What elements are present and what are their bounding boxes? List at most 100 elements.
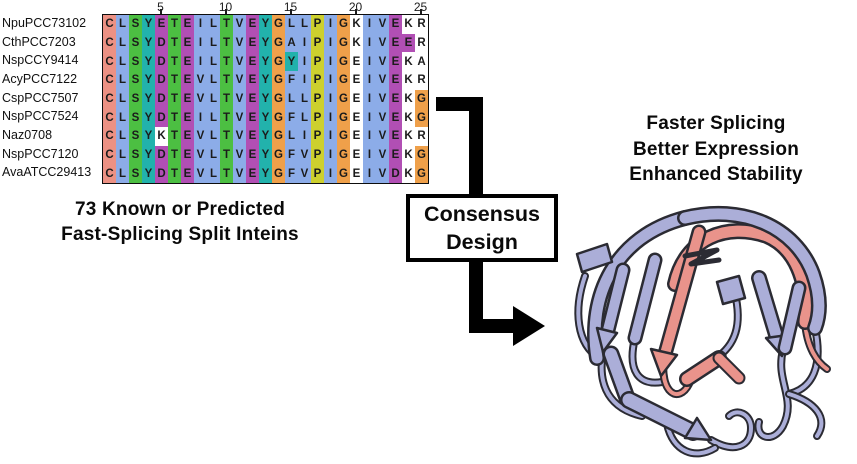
alignment-cell: P (311, 126, 324, 146)
alignment-cell: E (181, 89, 194, 109)
alignment-cell: E (246, 164, 259, 183)
alignment-cell: S (129, 15, 142, 34)
alignment-cell: E (389, 108, 402, 127)
alignment-cell: L (207, 15, 220, 34)
alignment-cell: I (324, 15, 337, 34)
alignment-cell: G (337, 108, 350, 127)
alignment-cell: V (376, 89, 389, 109)
alignment-cell: Y (142, 52, 155, 71)
alignment-cell: T (168, 70, 181, 90)
alignment-cell: Y (259, 164, 272, 183)
alignment-cell: Y (259, 33, 272, 53)
alignment-cell: I (324, 33, 337, 53)
alignment-cell: D (155, 33, 168, 53)
alignment-cell: Y (142, 108, 155, 127)
alignment-cell: G (337, 164, 350, 183)
alignment-cell: V (376, 164, 389, 183)
alignment-cell: I (363, 52, 376, 71)
alignment-cell: L (207, 52, 220, 71)
alignment-cell: D (155, 89, 168, 109)
alignment-cell: T (220, 70, 233, 90)
alignment-cell: L (116, 126, 129, 146)
alignment-cell: I (363, 15, 376, 34)
ruler-tick-label: 10 (218, 0, 233, 14)
alignment-cell: E (246, 145, 259, 165)
alignment-cell: V (233, 33, 246, 53)
alignment-cell: E (350, 89, 363, 109)
alignment-cell: C (103, 164, 116, 183)
alignment-cell: L (298, 15, 311, 34)
alignment-cell: E (246, 33, 259, 53)
alignment-cell: E (246, 108, 259, 127)
benefits-line3: Enhanced Stability (629, 164, 803, 185)
alignment-cell: V (376, 15, 389, 34)
alignment-cell: C (103, 108, 116, 127)
alignment-cell: G (272, 52, 285, 71)
alignment-cell: Y (259, 70, 272, 90)
consensus-design-box: Consensus Design (406, 194, 558, 262)
alignment-cell: K (402, 52, 415, 71)
alignment-cell: Y (142, 126, 155, 146)
alignment-cell: Y (259, 126, 272, 146)
alignment-cell: R (415, 15, 428, 34)
alignment-cell: E (389, 145, 402, 165)
alignment-cell: I (298, 52, 311, 71)
alignment-cell: V (233, 89, 246, 109)
alignment-cell: F (285, 108, 298, 127)
alignment-cell: E (181, 33, 194, 53)
alignment-cell: E (389, 126, 402, 146)
ruler-tick-mark (289, 9, 292, 14)
alignment-row-label: Naz0708 (2, 127, 53, 142)
alignment-cell: G (415, 108, 428, 127)
alignment-cell: P (311, 145, 324, 165)
alignment-cell: K (402, 126, 415, 146)
alignment-cell: G (415, 145, 428, 165)
ruler-tick-label: 20 (348, 0, 363, 14)
alignment-cell: L (285, 126, 298, 146)
alignment-cell: V (233, 164, 246, 183)
alignment-cell: V (194, 89, 207, 109)
alignment-cell: A (415, 52, 428, 71)
alignment-cell: K (155, 126, 168, 146)
alignment-cell: Y (259, 145, 272, 165)
alignment-cell: E (181, 126, 194, 146)
alignment-cell: L (116, 164, 129, 183)
alignment-cell: K (350, 33, 363, 53)
alignment-cell: V (233, 70, 246, 90)
alignment-cell: S (129, 108, 142, 127)
alignment-row-label: CspPCC7507 (2, 90, 79, 105)
alignment-cell: P (311, 108, 324, 127)
alignment-cell: E (350, 108, 363, 127)
alignment-cell: E (350, 164, 363, 183)
ruler-tick-mark (419, 9, 422, 14)
alignment-cell: S (129, 126, 142, 146)
alignment-cell: S (129, 52, 142, 71)
alignment-cell: V (194, 70, 207, 90)
alignment-cell: G (272, 15, 285, 34)
alignment-cell: K (402, 70, 415, 90)
alignment-cell: P (311, 52, 324, 71)
alignment-cell: E (389, 52, 402, 71)
alignment-cell: T (220, 145, 233, 165)
alignment-cell: C (103, 15, 116, 34)
alignment-cell: I (363, 33, 376, 53)
alignment-cell: K (402, 145, 415, 165)
alignment-cell: L (207, 126, 220, 146)
alignment-cell: V (376, 33, 389, 53)
alignment-cell: C (103, 89, 116, 109)
alignment-cell: T (220, 33, 233, 53)
alignment-cell: Y (259, 108, 272, 127)
alignment-cell: G (272, 126, 285, 146)
alignment-cell: G (337, 145, 350, 165)
alignment-cell: C (103, 145, 116, 165)
flow-arrow-head-icon (513, 306, 545, 346)
alignment-cell: E (181, 164, 194, 183)
alignment-cell: D (155, 108, 168, 127)
alignment-cell: V (298, 145, 311, 165)
alignment-cell: E (181, 108, 194, 127)
alignment-cell: V (194, 126, 207, 146)
alignment-cell: V (376, 52, 389, 71)
alignment-cell: T (220, 52, 233, 71)
alignment-cell: I (194, 52, 207, 71)
